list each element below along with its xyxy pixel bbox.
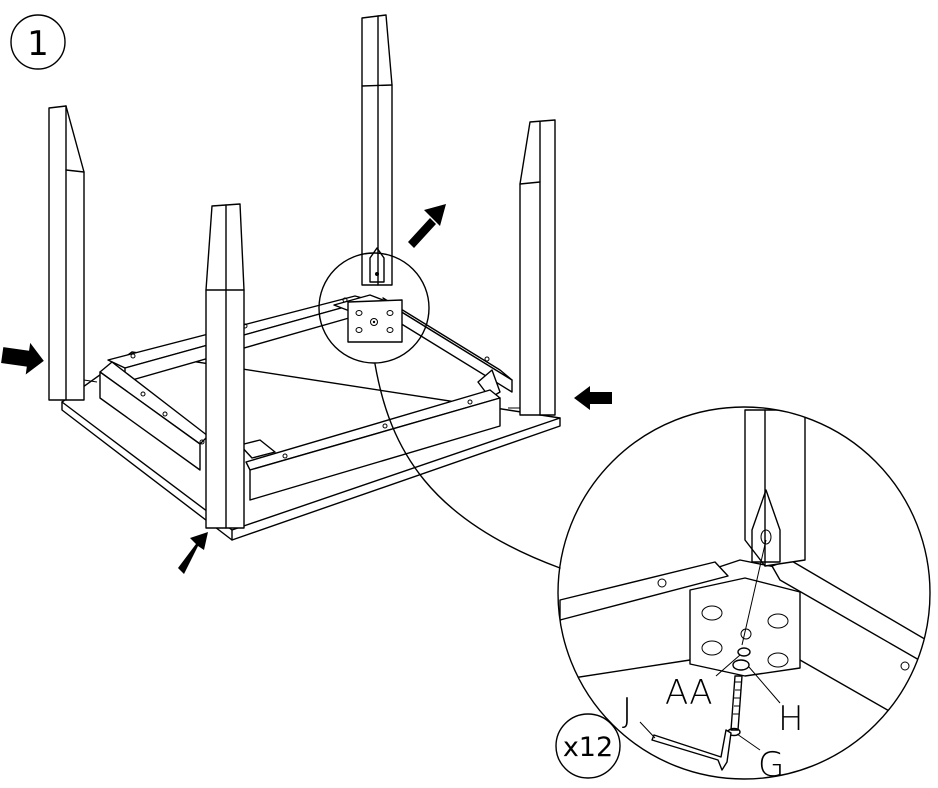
apron-left xyxy=(99,361,209,471)
corner-brace-front xyxy=(239,439,276,459)
lock-washer-icon xyxy=(737,647,751,657)
detail-magnifier-large xyxy=(557,406,931,780)
flat-washer-icon xyxy=(732,659,750,671)
corner-bracket-icon xyxy=(347,299,403,343)
apron-right xyxy=(382,297,513,393)
step-number: 1 xyxy=(27,24,49,64)
part-label-H: H xyxy=(778,699,804,739)
part-label-AA: AA xyxy=(665,673,712,713)
leader-AA xyxy=(715,654,741,677)
part-label-J: J xyxy=(622,691,632,731)
joint-leader-left xyxy=(83,379,98,383)
leader-J xyxy=(639,721,656,739)
callout-connector xyxy=(374,363,561,569)
arrow-icon xyxy=(574,386,612,410)
quantity-text: x12 xyxy=(563,732,613,763)
leader-H xyxy=(748,666,781,704)
leg-front-left xyxy=(205,203,245,529)
quantity-badge: x12 xyxy=(555,713,621,779)
apron-front xyxy=(245,389,501,501)
table-assembly xyxy=(48,14,561,541)
arrow-icon xyxy=(1,342,44,375)
step-number-badge: 1 xyxy=(10,14,66,70)
part-label-G: G xyxy=(758,745,784,785)
leg-back-left xyxy=(48,105,85,401)
detail-magnifier-small xyxy=(318,252,430,364)
arrow-icon xyxy=(178,532,208,574)
allen-key-icon xyxy=(651,729,732,771)
arrow-icon xyxy=(408,204,446,248)
leg-front-right xyxy=(519,119,556,416)
leg-back-center xyxy=(361,14,393,286)
corner-bracket-icon xyxy=(689,577,801,677)
leader-G xyxy=(736,733,761,751)
